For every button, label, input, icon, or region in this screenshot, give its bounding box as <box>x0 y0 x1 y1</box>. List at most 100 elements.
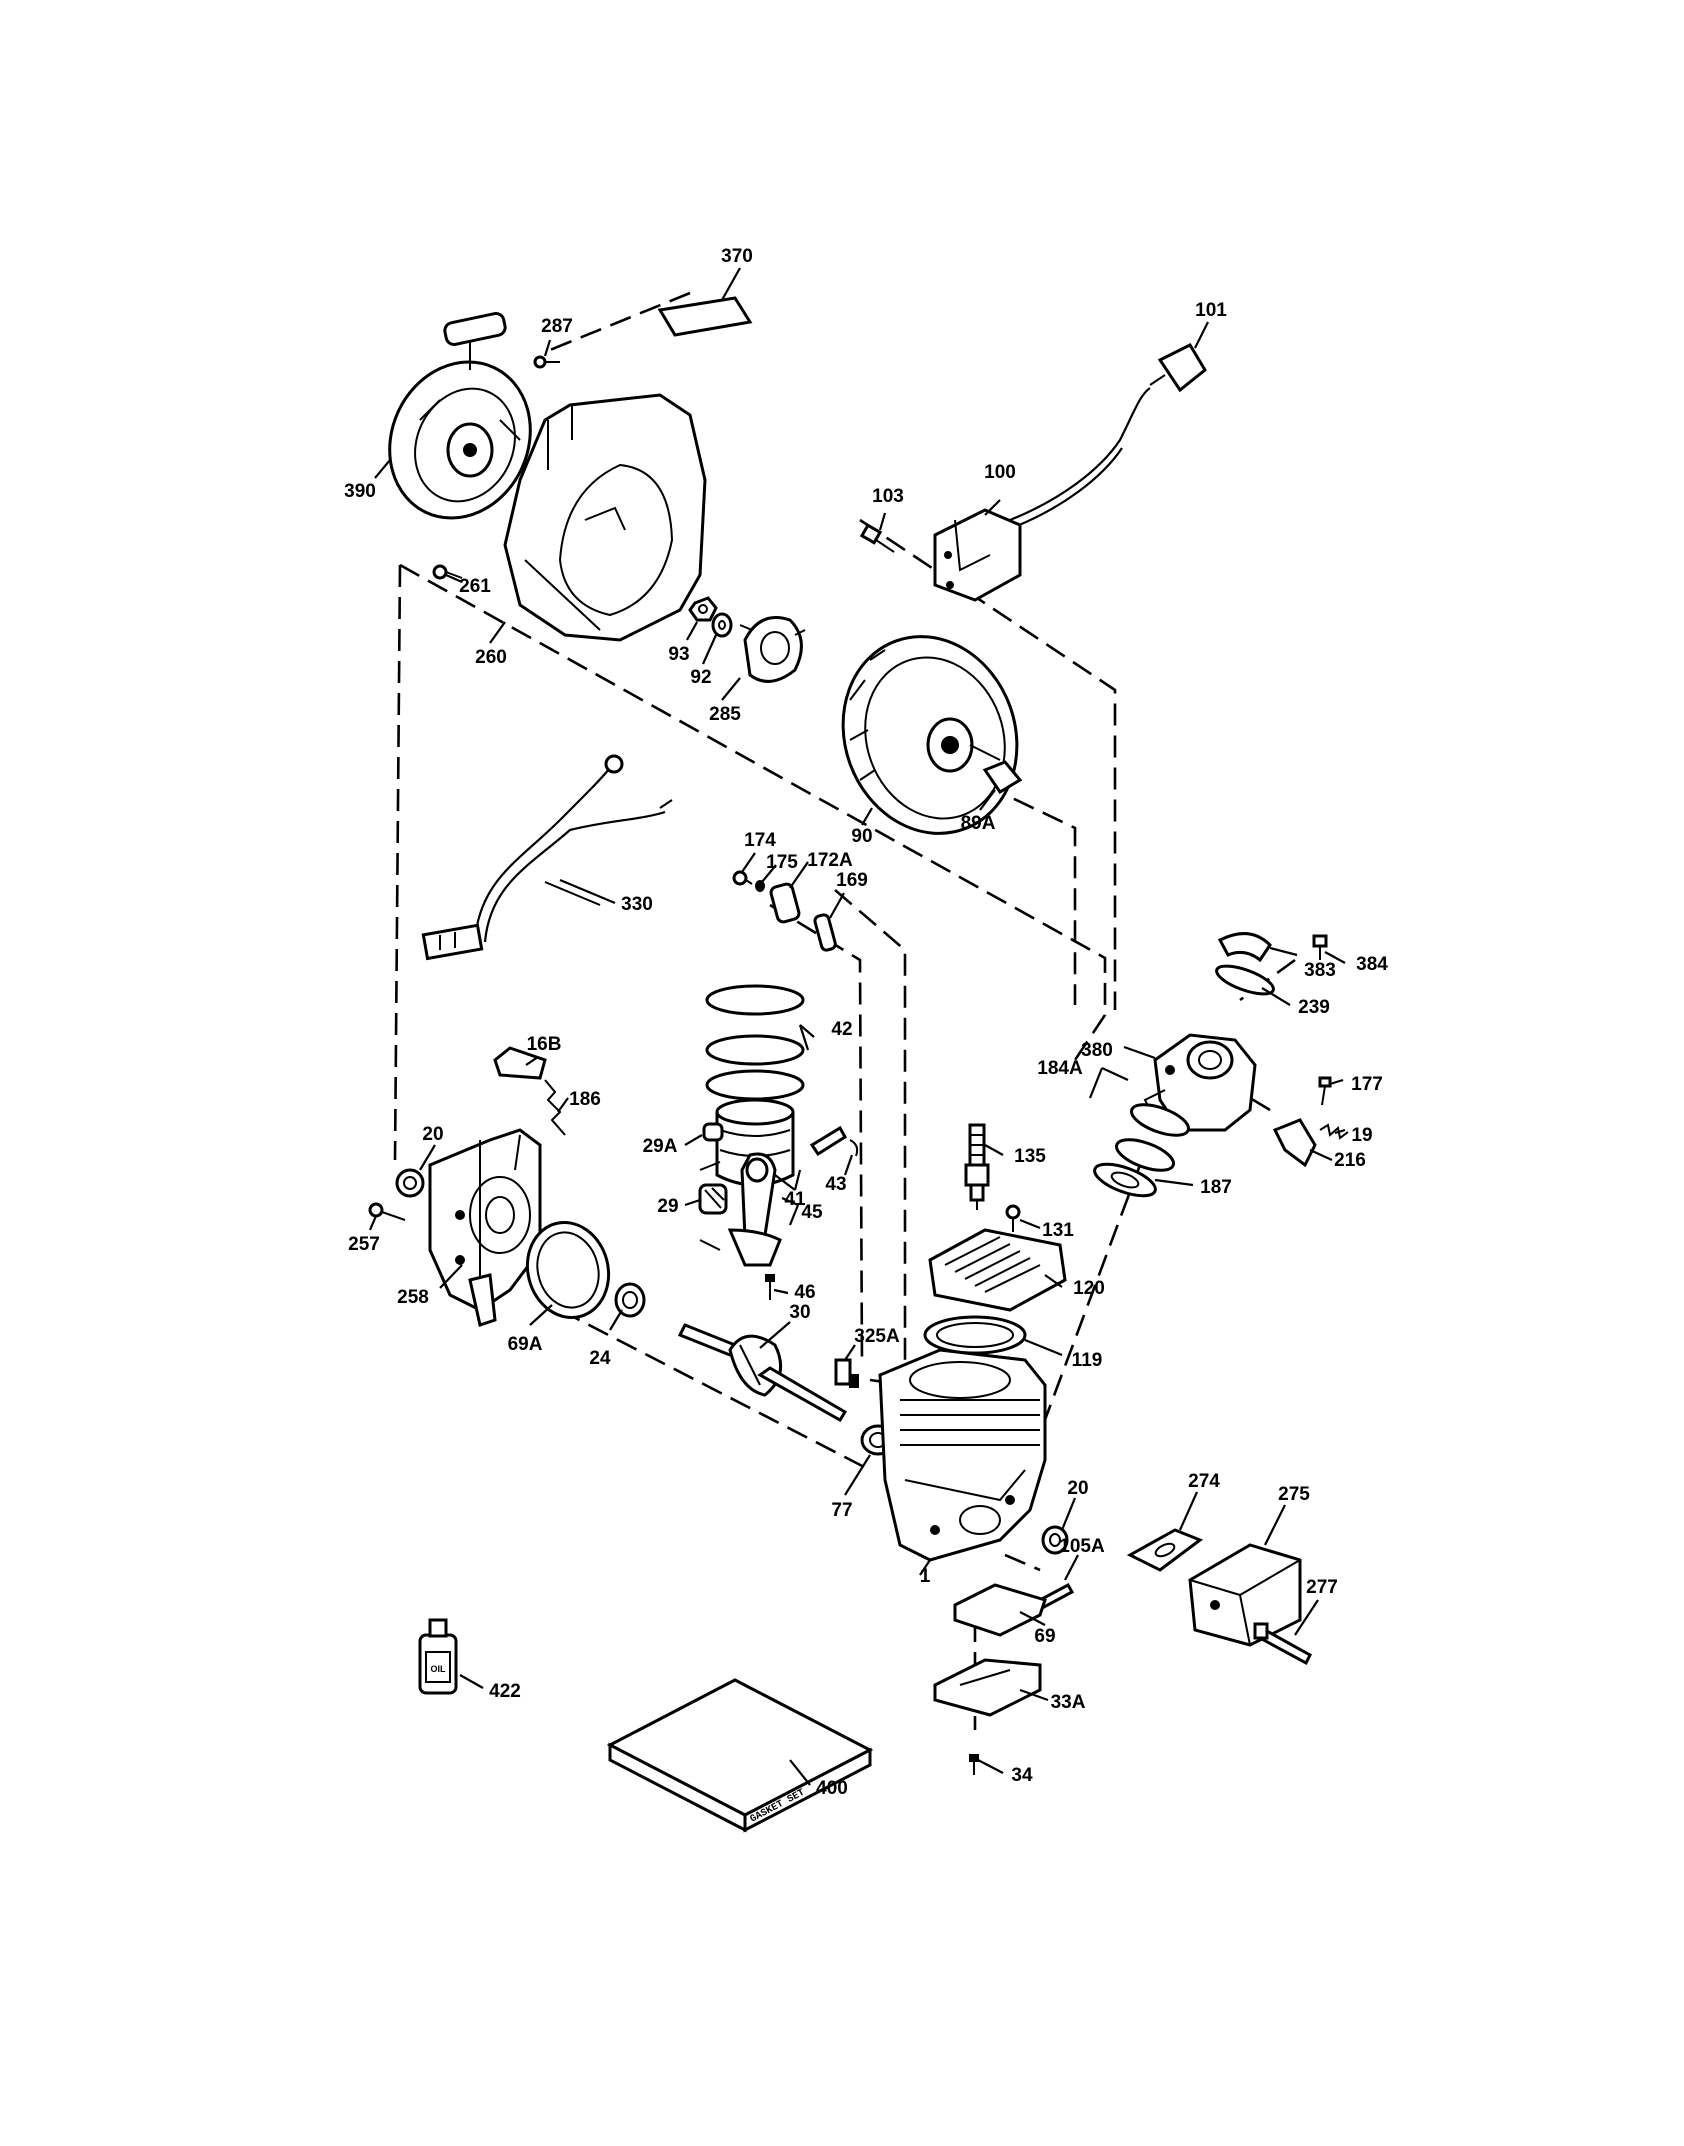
label-1: 1 <box>920 1566 931 1587</box>
label-261: 261 <box>459 576 491 597</box>
label-105a: 105A <box>1059 1536 1105 1557</box>
crankshaft-30 <box>677 1323 848 1423</box>
oil-bottle-422: OIL <box>418 1618 458 1695</box>
screw-34 <box>969 1754 979 1775</box>
label-172a: 172A <box>807 850 853 871</box>
spark-plug-135 <box>964 1123 990 1210</box>
label-390: 390 <box>344 481 376 502</box>
gasket-169 <box>813 913 837 952</box>
label-260: 260 <box>475 647 507 668</box>
cylinder-head-120 <box>928 1228 1067 1312</box>
label-69: 69 <box>1034 1626 1055 1647</box>
crankcase-cover-258 <box>428 1128 542 1327</box>
decal-370 <box>657 296 753 337</box>
label-77: 77 <box>831 1500 852 1521</box>
label-258: 258 <box>397 1287 429 1308</box>
label-380: 380 <box>1081 1040 1113 1061</box>
screw-287 <box>533 355 560 369</box>
recoil-starter-390 <box>388 311 532 520</box>
gasket-set-400: GASKET SET <box>606 1678 874 1833</box>
washer-175 <box>755 880 765 892</box>
clip-43 <box>849 1139 859 1157</box>
label-287: 287 <box>541 316 573 337</box>
label-285: 285 <box>709 704 741 725</box>
spark-plug-boot-101 <box>1149 343 1207 393</box>
label-187: 187 <box>1200 1177 1232 1198</box>
bolt-277 <box>1253 1622 1312 1666</box>
piston-rings-42 <box>705 984 805 1101</box>
head-gasket-119 <box>923 1315 1027 1355</box>
label-330: 330 <box>621 894 653 915</box>
screw-177 <box>1318 1076 1332 1106</box>
label-400: 400 <box>816 1778 848 1799</box>
label-120: 120 <box>1073 1278 1105 1299</box>
label-274: 274 <box>1188 1471 1220 1492</box>
wrist-pin <box>809 1125 848 1157</box>
label-370: 370 <box>721 246 753 267</box>
label-275: 275 <box>1278 1484 1310 1505</box>
label-69a: 69A <box>508 1334 543 1355</box>
flywheel-90 <box>841 635 1019 835</box>
wire-harness-330 <box>421 754 673 961</box>
elbow-383 <box>1217 932 1272 963</box>
label-239: 239 <box>1298 997 1330 1018</box>
label-422: 422 <box>489 1681 521 1702</box>
carburetor-380 <box>1143 1033 1257 1132</box>
label-384: 384 <box>1356 954 1388 975</box>
label-175: 175 <box>766 852 798 873</box>
label-93: 93 <box>668 644 689 665</box>
label-131: 131 <box>1042 1220 1074 1241</box>
label-42: 42 <box>831 1019 852 1040</box>
screw-174 <box>732 870 753 886</box>
bearing-29 <box>698 1161 728 1251</box>
label-177: 177 <box>1351 1074 1383 1095</box>
screw-131 <box>1005 1204 1021 1232</box>
gasket-69 <box>953 1583 1047 1637</box>
gasket-274 <box>1126 1528 1204 1572</box>
leader-lines <box>368 267 1346 1786</box>
label-184a: 184A <box>1037 1058 1083 1079</box>
label-383: 383 <box>1304 960 1336 981</box>
nut-93 <box>688 596 718 622</box>
label-41: 41 <box>784 1189 806 1210</box>
label-277: 277 <box>1306 1577 1338 1598</box>
spring-186 <box>544 1079 566 1136</box>
gasket-187 <box>1093 1162 1157 1198</box>
label-20b: 20 <box>1067 1478 1088 1499</box>
blower-housing-260 <box>503 393 707 642</box>
label-90: 90 <box>851 826 872 847</box>
screw-261 <box>432 564 463 580</box>
starter-cup-285 <box>739 616 806 683</box>
label-20a: 20 <box>422 1124 443 1145</box>
bearing-24 <box>614 1282 646 1318</box>
label-46: 46 <box>794 1282 815 1303</box>
seal-20-left <box>395 1168 425 1198</box>
label-34: 34 <box>1011 1765 1033 1786</box>
screw-46 <box>765 1274 775 1300</box>
bracket-172a <box>769 882 801 924</box>
washer-92 <box>711 612 733 638</box>
muffler-275 <box>1188 1543 1302 1647</box>
label-33a: 33A <box>1051 1692 1086 1713</box>
spring-19 <box>1319 1123 1349 1140</box>
label-30: 30 <box>789 1302 810 1323</box>
label-43: 43 <box>825 1174 846 1195</box>
label-101: 101 <box>1195 300 1227 321</box>
label-16b: 16B <box>527 1034 562 1055</box>
label-103: 103 <box>872 486 904 507</box>
label-119: 119 <box>1072 1350 1103 1371</box>
connecting-rod-45 <box>727 1152 782 1267</box>
label-92: 92 <box>690 667 711 688</box>
screw-103 <box>859 523 895 553</box>
gasket-184a <box>1115 1103 1190 1172</box>
label-29a: 29A <box>643 1136 678 1157</box>
cover-33a <box>933 1658 1042 1717</box>
label-24: 24 <box>589 1348 611 1369</box>
label-257: 257 <box>348 1234 380 1255</box>
engine-block-1 <box>878 1348 1047 1562</box>
oil-bottle-text: OIL <box>431 1664 447 1674</box>
label-29: 29 <box>657 1196 678 1217</box>
screw-384 <box>1312 934 1328 960</box>
label-169: 169 <box>836 870 868 891</box>
part-325a <box>834 1358 859 1388</box>
